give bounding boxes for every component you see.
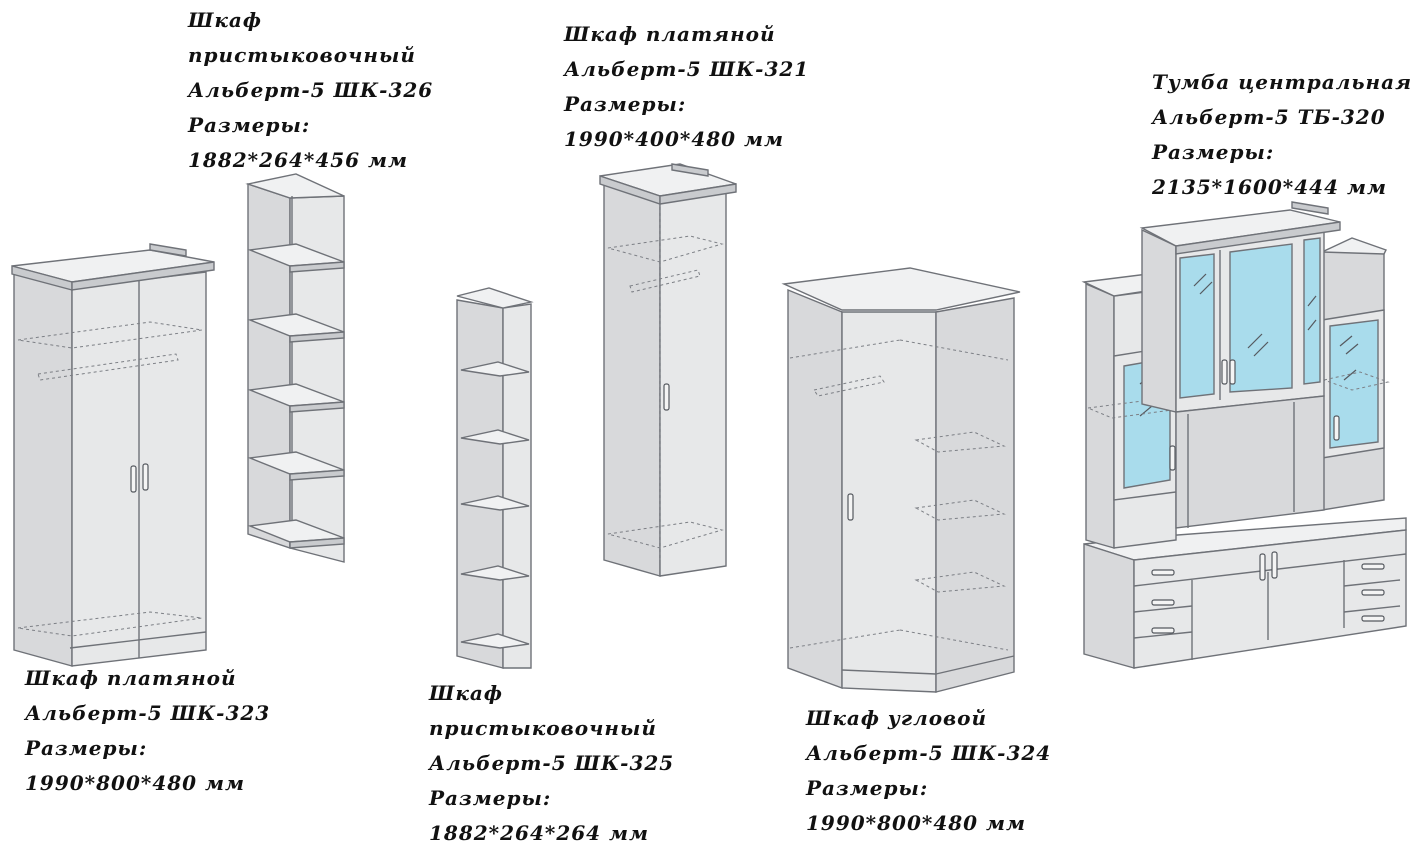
caption-tb-320-type: Тумба центральная <box>1152 70 1412 94</box>
shelving-shk-326-illustration <box>245 173 345 563</box>
caption-shk-326-size-label: Размеры: <box>188 113 311 137</box>
caption-shk-326-size-value: 1882*264*456 мм <box>188 148 409 172</box>
caption-shk-326: Шкаф пристыковочный Альберт-5 ШК-326 Раз… <box>188 3 433 178</box>
caption-shk-325-size-value: 1882*264*264 мм <box>429 821 650 845</box>
caption-shk-324: Шкаф угловой Альберт-5 ШК-324 Размеры: 1… <box>806 701 1051 841</box>
shelving-shk-325-illustration <box>456 287 534 669</box>
caption-shk-325-type-cont: пристыковочный <box>429 716 657 740</box>
unit-tb-320-illustration <box>1081 201 1407 669</box>
wardrobe-shk-324-illustration <box>781 267 1021 693</box>
caption-shk-321: Шкаф платяной Альберт-5 ШК-321 Размеры: … <box>564 17 809 157</box>
caption-shk-323-size-label: Размеры: <box>25 736 148 760</box>
caption-shk-326-model: Альберт-5 ШК-326 <box>188 78 434 102</box>
caption-shk-326-type-cont: пристыковочный <box>188 43 416 67</box>
caption-tb-320-size-value: 2135*1600*444 мм <box>1152 175 1387 199</box>
caption-shk-325-size-label: Размеры: <box>429 786 552 810</box>
caption-shk-324-type: Шкаф угловой <box>806 706 988 730</box>
caption-shk-324-model: Альберт-5 ШК-324 <box>806 741 1052 765</box>
caption-shk-321-model: Альберт-5 ШК-321 <box>564 57 810 81</box>
caption-shk-325-model: Альберт-5 ШК-325 <box>429 751 675 775</box>
caption-shk-323-model: Альберт-5 ШК-323 <box>25 701 271 725</box>
caption-shk-325-type: Шкаф <box>429 681 503 705</box>
caption-shk-323: Шкаф платяной Альберт-5 ШК-323 Размеры: … <box>25 661 270 801</box>
caption-shk-321-type: Шкаф платяной <box>564 22 776 46</box>
caption-tb-320-model: Альберт-5 ТБ-320 <box>1152 105 1386 129</box>
caption-shk-323-type: Шкаф платяной <box>25 666 237 690</box>
caption-shk-324-size-label: Размеры: <box>806 776 929 800</box>
caption-shk-321-size-value: 1990*400*480 мм <box>564 127 785 151</box>
caption-shk-321-size-label: Размеры: <box>564 92 687 116</box>
caption-shk-323-size-value: 1990*800*480 мм <box>25 771 246 795</box>
caption-shk-325: Шкаф пристыковочный Альберт-5 ШК-325 Раз… <box>429 676 674 851</box>
wardrobe-shk-321-illustration <box>599 163 737 577</box>
wardrobe-shk-323-illustration <box>11 243 215 667</box>
caption-shk-326-type: Шкаф <box>188 8 262 32</box>
caption-tb-320-size-label: Размеры: <box>1152 140 1275 164</box>
caption-shk-324-size-value: 1990*800*480 мм <box>806 811 1027 835</box>
caption-tb-320: Тумба центральная Альберт-5 ТБ-320 Разме… <box>1152 65 1412 205</box>
